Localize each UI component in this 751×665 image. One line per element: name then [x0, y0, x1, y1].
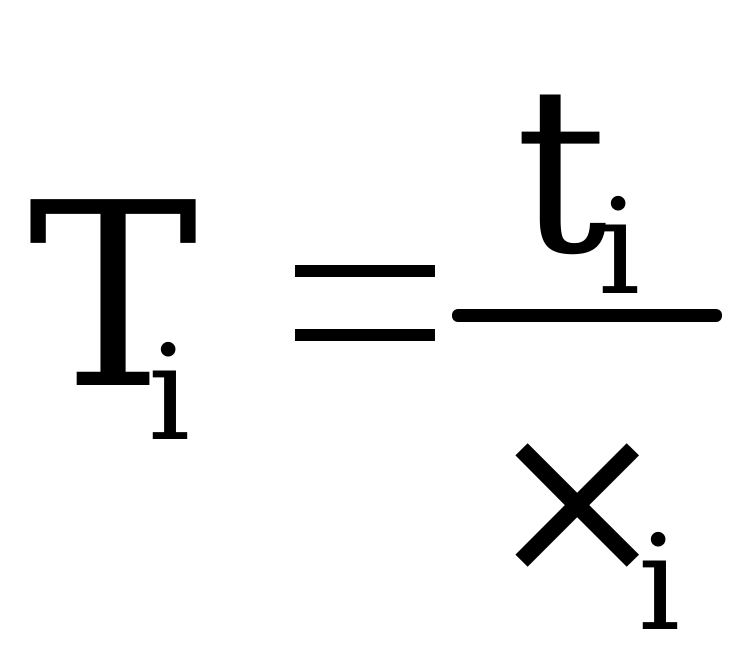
- denominator-symbol: ×: [485, 370, 670, 626]
- numerator-symbol: t: [515, 39, 608, 306]
- lhs-symbol: T: [28, 149, 199, 446]
- equals-sign: [295, 265, 435, 343]
- denominator-subscript: i: [638, 507, 681, 661]
- fraction-bar: [452, 309, 722, 322]
- equals-top-bar: [295, 265, 435, 277]
- equals-bottom-bar: [295, 329, 435, 341]
- lhs-subscript: i: [148, 317, 191, 471]
- numerator-subscript: i: [598, 171, 641, 325]
